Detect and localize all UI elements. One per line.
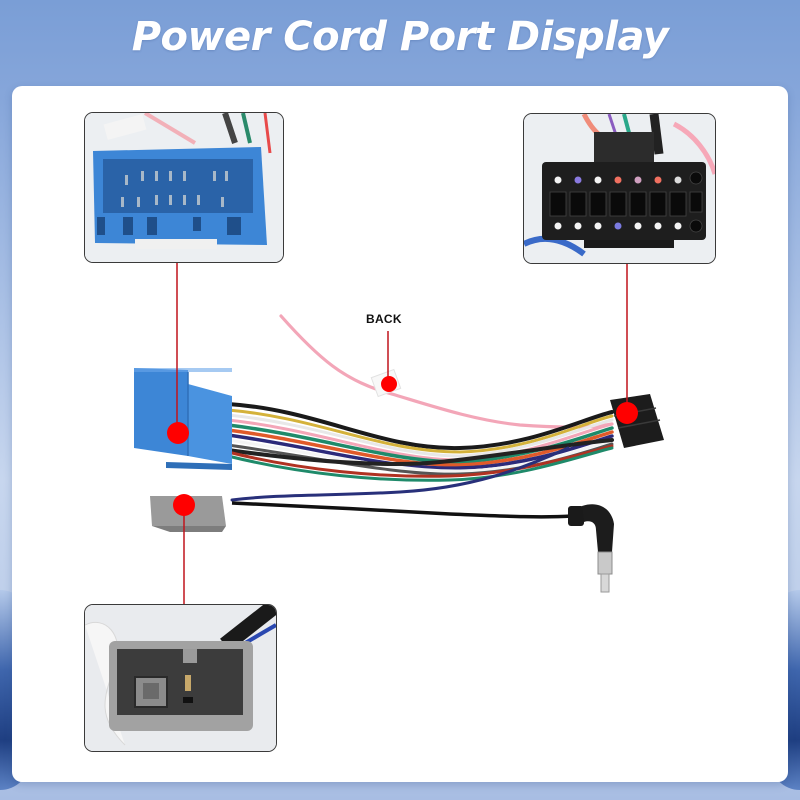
black-16pin-connector bbox=[610, 394, 664, 448]
inset-blue-connector bbox=[84, 112, 284, 263]
marker-dot-antenna-connector bbox=[173, 494, 195, 516]
page-title: Power Cord Port Display bbox=[131, 14, 669, 60]
black-connector-closeup-image bbox=[524, 114, 715, 263]
blue-20pin-connector bbox=[134, 368, 232, 470]
marker-dot-back bbox=[381, 376, 397, 392]
back-label: BACK bbox=[366, 312, 402, 326]
inset-antenna-connector bbox=[84, 604, 277, 752]
marker-dot-blue-connector bbox=[167, 422, 189, 444]
marker-dot-black-connector bbox=[616, 402, 638, 424]
back-wire bbox=[279, 314, 614, 429]
leader-lines bbox=[176, 262, 628, 604]
inset-black-connector bbox=[523, 113, 716, 264]
wire-bundle bbox=[226, 402, 614, 502]
blue-connector-closeup-image bbox=[85, 113, 283, 262]
antenna-connector-closeup-image bbox=[85, 605, 276, 751]
antenna-cable bbox=[150, 496, 614, 593]
